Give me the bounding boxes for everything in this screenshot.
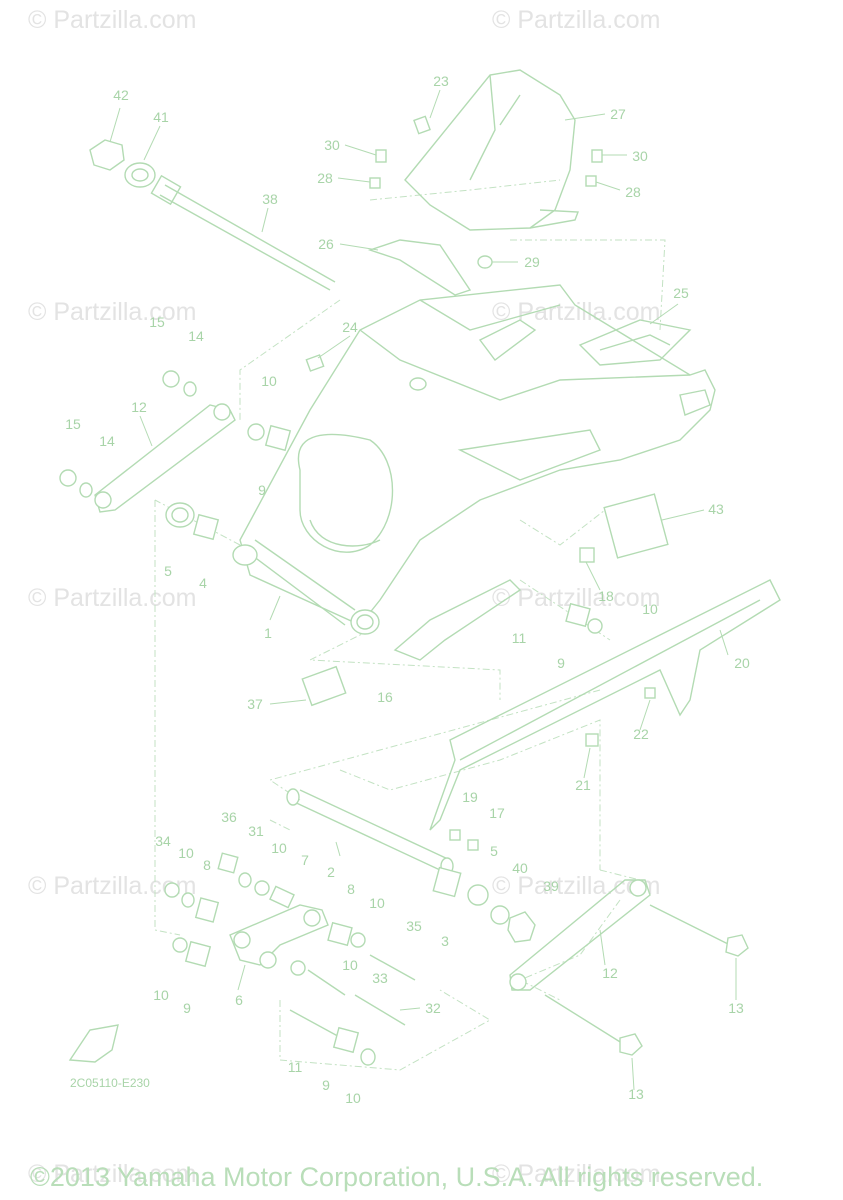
part-number-label: 1 [264, 625, 272, 641]
watermark: © Partzilla.com [28, 298, 197, 326]
part-number-label: 13 [728, 1000, 744, 1016]
part-number-label: 6 [235, 992, 243, 1008]
part-number-label: 38 [262, 191, 278, 207]
watermark: © Partzilla.com [28, 1160, 197, 1188]
part-number-label: 30 [632, 148, 648, 164]
part-number-label: 37 [247, 696, 263, 712]
part-number-label: 10 [153, 987, 169, 1003]
part-number-label: 2 [327, 864, 335, 880]
part-number-label: 12 [131, 399, 147, 415]
part-number-label: 21 [575, 777, 591, 793]
part-number-label: 28 [317, 170, 333, 186]
part-number-label: 39 [543, 878, 559, 894]
part-number-label: 10 [261, 373, 277, 389]
part-number-label: 22 [633, 726, 649, 742]
part-number-label: 34 [155, 833, 171, 849]
swingarm-assembly [232, 284, 716, 661]
part-number-label: 5 [490, 843, 498, 859]
watermark: © Partzilla.com [28, 584, 197, 612]
part-number-label: 26 [318, 236, 334, 252]
part-number-label: 11 [287, 1059, 303, 1075]
part-number-label: 20 [734, 655, 750, 671]
part-number-label: 8 [347, 881, 355, 897]
part-number-label: 15 [65, 416, 81, 432]
part-number-label: 15 [149, 314, 165, 330]
part-number-label: 27 [610, 106, 626, 122]
part-number-label: 19 [462, 789, 478, 805]
part-number-label: 42 [113, 87, 129, 103]
part-number-label: 9 [322, 1077, 330, 1093]
part-number-label: 14 [188, 328, 204, 344]
part-number-label: 24 [342, 319, 358, 335]
part-number-label: 14 [99, 433, 115, 449]
part-number-label: 5 [164, 563, 172, 579]
link-parts [94, 403, 651, 991]
part-number-label: 30 [324, 137, 340, 153]
part-number-label: 10 [342, 957, 358, 973]
part-number-label: 10 [178, 845, 194, 861]
part-number-label: 36 [221, 809, 237, 825]
part-number-label: 28 [625, 184, 641, 200]
part-number-label: 7 [301, 852, 309, 868]
part-number-label: 16 [377, 689, 393, 705]
part-number-label: 10 [642, 601, 658, 617]
part-number-label: 29 [524, 254, 540, 270]
diagram-code: 2C05110-E230 [70, 1076, 150, 1090]
part-number-label: 41 [153, 109, 169, 125]
part-number-label: 32 [425, 1000, 441, 1016]
part-number-label: 40 [512, 860, 528, 876]
leader-lines [109, 89, 737, 1091]
part-number-label: 18 [598, 588, 614, 604]
copyright-notice: ©2013 Yamaha Motor Corporation, U.S.A. A… [30, 1162, 764, 1192]
part-number-label: 8 [203, 857, 211, 873]
part-number-label: 10 [271, 840, 287, 856]
part-number-label: 10 [369, 895, 385, 911]
part-number-label: 9 [557, 655, 565, 671]
watermark: © Partzilla.com [28, 6, 197, 34]
watermark: © Partzilla.com [492, 298, 661, 326]
part-number-label: 43 [708, 501, 724, 517]
part-number-label: 31 [248, 823, 264, 839]
rear-fender [367, 69, 692, 366]
watermark: © Partzilla.com [492, 1160, 661, 1188]
part-number-label: 9 [183, 1000, 191, 1016]
chain-case [429, 579, 781, 831]
part-number-label: 10 [345, 1090, 361, 1106]
part-number-label: 11 [511, 630, 527, 646]
part-number-label: 13 [628, 1086, 644, 1102]
part-number-label: 9 [258, 482, 266, 498]
part-number-label: 25 [673, 285, 689, 301]
part-number-label: 3 [441, 933, 449, 949]
part-number-label: 4 [199, 575, 207, 591]
part-number-label: 12 [602, 965, 618, 981]
part-number-label: 33 [372, 970, 388, 986]
watermark: © Partzilla.com [492, 6, 661, 34]
part-number-label: 17 [489, 805, 505, 821]
fasteners [59, 115, 749, 1066]
part-number-label: 23 [433, 73, 449, 89]
part-number-label: 35 [406, 918, 422, 934]
